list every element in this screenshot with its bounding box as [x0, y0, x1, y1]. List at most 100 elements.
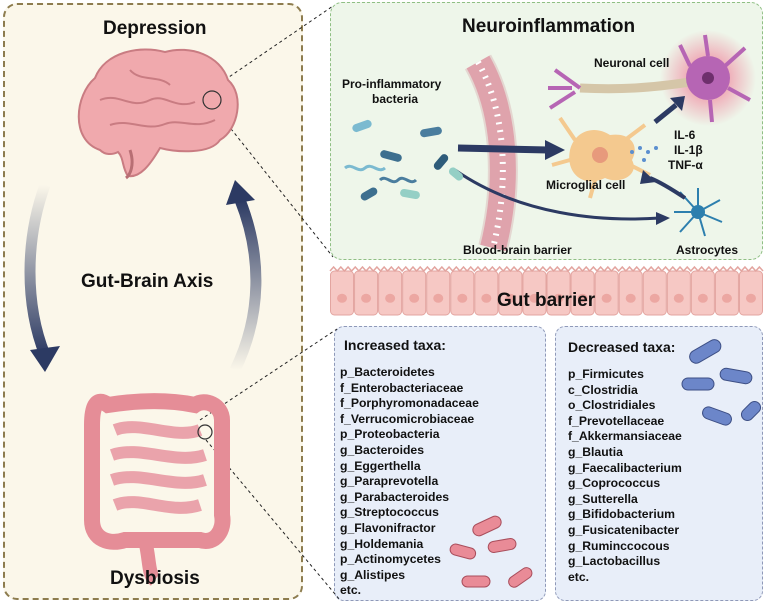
- cell-nucleus: [481, 293, 492, 303]
- neuronal-cell-label: Neuronal cell: [594, 56, 670, 70]
- gut-epithelial-cell: [450, 270, 475, 316]
- microglial-cell-icon: [551, 116, 651, 199]
- taxon-item: g_Parabacteroides: [340, 489, 450, 504]
- bacteria-label: bacteria: [372, 92, 419, 106]
- gut-epithelial-cell: [330, 270, 355, 316]
- neuronal-cell-icon: [548, 30, 756, 126]
- arrow-to-astrocytes: [454, 168, 661, 221]
- taxon-item: o_Clostridiales: [568, 398, 656, 413]
- taxon-item: g_Coprococcus: [568, 476, 661, 491]
- taxon-item: g_Paraprevotella: [340, 474, 439, 489]
- astrocytes-label: Astrocytes: [676, 243, 739, 257]
- cytokine-dots: [630, 146, 658, 162]
- neuroinflammation-title: Neuroinflammation: [462, 16, 636, 37]
- gut-epithelial-cell: [522, 270, 547, 316]
- cytokine-label: IL-6: [674, 128, 696, 142]
- arrow-down: [24, 183, 51, 358]
- arrow-head: [545, 140, 565, 160]
- cell-nucleus: [745, 293, 756, 303]
- brain-icon: [77, 48, 239, 180]
- cell-nucleus: [337, 293, 348, 303]
- taxon-item: f_Enterobacteriaceae: [340, 380, 464, 395]
- gut-epithelial-cell: [546, 270, 571, 316]
- cell-nucleus: [505, 293, 516, 303]
- cell-nucleus: [601, 293, 612, 303]
- intestine-icon: [84, 393, 231, 586]
- bacteria-icon: [344, 119, 464, 201]
- increased-taxa-panel: [334, 326, 546, 601]
- bacteria-label: Pro-inflammatory: [342, 77, 442, 91]
- arrow-head: [670, 96, 685, 111]
- gut-epithelial-cell: [378, 270, 403, 316]
- cytokine-label: IL-1β: [674, 143, 703, 157]
- gut-brain-axis-label: Gut-Brain Axis: [81, 271, 214, 292]
- taxon-item: g_Holdemania: [340, 536, 424, 551]
- taxon-item: c_Clostridia: [568, 382, 638, 397]
- cell-nucleus: [385, 293, 396, 303]
- taxon-item: g_Bacteroides: [340, 442, 424, 457]
- taxon-item: g_Lactobacillus: [568, 554, 661, 569]
- arrow-to-microglia: [649, 176, 687, 200]
- cell-nucleus: [649, 293, 660, 303]
- cell-nucleus: [361, 293, 372, 303]
- bbb-label: Blood-brain barrier: [463, 243, 572, 257]
- cell-nucleus: [433, 293, 444, 303]
- taxon-item: p_Bacteroidetes: [340, 365, 435, 379]
- taxon-item: etc.: [568, 569, 590, 584]
- cell-nucleus: [577, 293, 588, 303]
- taxon-item: p_Actinomycetes: [340, 552, 441, 567]
- taxon-item: g_Alistipes: [340, 567, 406, 582]
- blood-brain-barrier-icon: [464, 54, 518, 252]
- taxon-item: g_Streptococcus: [340, 505, 439, 520]
- taxon-item: g_Faecalibacterium: [568, 460, 682, 475]
- taxon-item: f_Porphyromonadaceae: [340, 396, 479, 411]
- cell-nucleus: [625, 293, 636, 303]
- bacteria-icon: [449, 515, 533, 588]
- arrow-up: [230, 197, 262, 373]
- cell-nucleus: [721, 293, 732, 303]
- taxon-item: g_Blautia: [568, 444, 623, 459]
- cell-nucleus: [409, 293, 420, 303]
- increased-taxa-title: Increased taxa:: [344, 337, 446, 353]
- arrow-head: [30, 346, 60, 372]
- taxon-item: f_Prevotellaceae: [568, 413, 665, 428]
- gut-epithelial-cell: [354, 270, 379, 316]
- taxon-item: g_Flavonifractor: [340, 520, 436, 535]
- cell-nucleus: [529, 293, 540, 303]
- arrow-head: [656, 212, 670, 225]
- taxon-item: g_Fusicatenibacter: [568, 522, 680, 537]
- dysbiosis-label: Dysbiosis: [110, 568, 200, 589]
- microvilli: [329, 265, 764, 273]
- connector-line: [215, 109, 334, 258]
- depression-label: Depression: [103, 18, 207, 39]
- taxon-item: g_Sutterella: [568, 491, 638, 506]
- cell-nucleus: [697, 293, 708, 303]
- gut-epithelial-cell: [594, 270, 619, 316]
- astrocyte-icon: [674, 188, 723, 237]
- taxon-item: g_Ruminccocous: [568, 538, 670, 553]
- gut-barrier-cells: [329, 265, 764, 316]
- taxon-item: g_Bifidobacterium: [568, 507, 675, 522]
- gut-epithelial-cell: [402, 270, 427, 316]
- cell-nucleus: [673, 293, 684, 303]
- gut-epithelial-cell: [474, 270, 499, 316]
- taxon-item: p_Firmicutes: [568, 367, 644, 381]
- gut-epithelial-cell: [714, 270, 739, 316]
- bacteria-icon: [681, 339, 762, 426]
- arrow-head: [226, 180, 255, 205]
- gut-epithelial-cell: [738, 270, 764, 316]
- taxon-item: p_Proteobacteria: [340, 427, 440, 442]
- connector-line: [209, 5, 334, 91]
- connector-line: [205, 439, 341, 601]
- arrow-head: [640, 170, 656, 184]
- taxon-item: f_Akkermansiaceae: [568, 429, 682, 444]
- taxon-item: etc.: [340, 583, 362, 598]
- cell-nucleus: [553, 293, 564, 303]
- gut-epithelial-cell: [690, 270, 715, 316]
- cell-nucleus: [457, 293, 468, 303]
- gut-epithelial-cell: [642, 270, 667, 316]
- gut-epithelial-cell: [618, 270, 643, 316]
